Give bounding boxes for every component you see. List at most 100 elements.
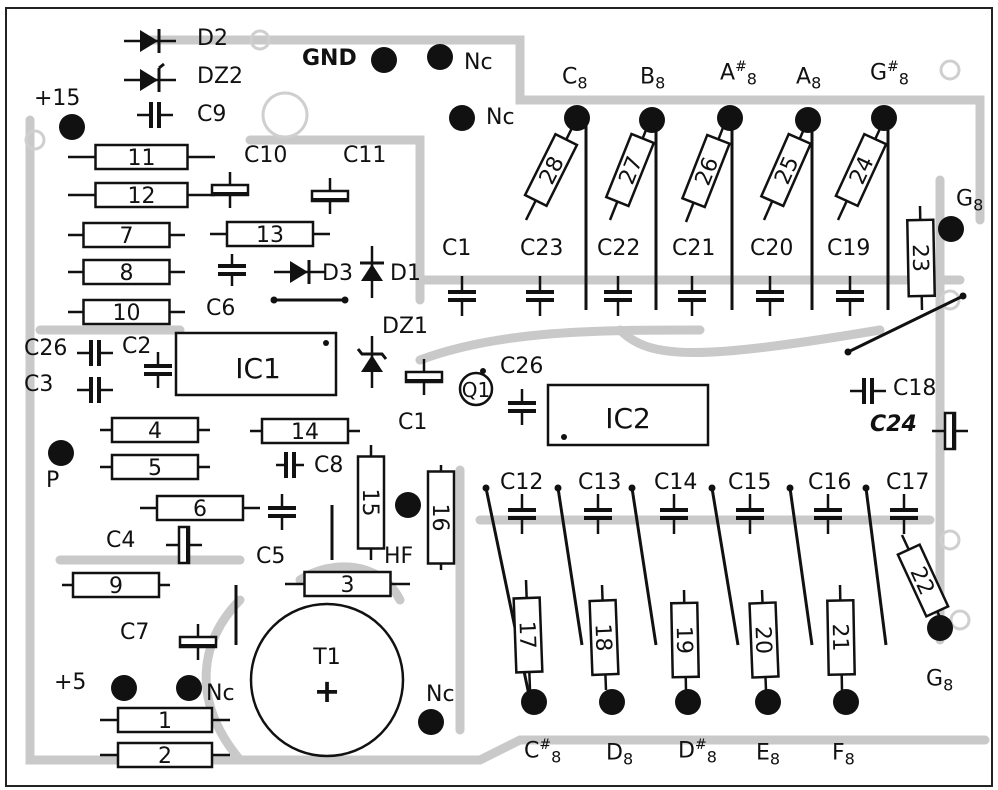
capacitor-c-bottom-6	[890, 494, 918, 534]
note-octave: 8	[844, 749, 855, 769]
note-pad-g8-lower	[927, 615, 953, 641]
label-c7: C7	[120, 620, 150, 645]
resistor-20: 20	[748, 589, 780, 691]
resistor-label: 18	[589, 623, 615, 652]
t1-label: T1	[312, 645, 340, 670]
plus15-pad	[59, 114, 85, 140]
note-name: E	[756, 740, 770, 766]
label-nc-mid: Nc	[486, 105, 515, 130]
note-pad-d8	[599, 689, 625, 715]
resistor-label: 21	[827, 623, 853, 651]
resistor-24: 24	[834, 119, 888, 221]
resistor-13: 13	[210, 220, 330, 248]
label-p: P	[46, 468, 60, 493]
note-pad-f8	[833, 689, 859, 715]
capacitors	[77, 102, 968, 660]
note-pad-cs8	[521, 689, 547, 715]
note-as8: A#8	[720, 60, 757, 88]
resistor-4: 4	[100, 416, 210, 444]
label-c1-top: C1	[442, 236, 472, 261]
note-name: B	[640, 64, 656, 90]
note-pad-b8	[639, 107, 665, 133]
label-nc-top: Nc	[464, 50, 493, 75]
capacitor-c18	[850, 378, 886, 404]
label-c20: C20	[750, 236, 794, 261]
note-sharp: #	[694, 737, 707, 753]
note-pad-e8	[755, 689, 781, 715]
note-name: C	[562, 64, 578, 90]
resistor-label: 20	[749, 626, 775, 655]
board-outline	[5, 7, 993, 787]
resistor-12: 12	[68, 181, 215, 209]
capacitor-c-bottom-5	[814, 494, 842, 534]
resistor-17: 17	[512, 579, 544, 691]
resistor-1: 1	[100, 706, 230, 734]
resistor-label: 2	[158, 744, 172, 769]
note-name: D	[678, 738, 695, 764]
note-gs8: G#8	[870, 60, 909, 88]
pads	[48, 44, 964, 735]
label-c8: C8	[314, 453, 344, 478]
resistor-label: 10	[113, 301, 141, 326]
t1-plus-symbol: +	[314, 672, 341, 710]
label-c23: C23	[520, 236, 564, 261]
label-gnd: GND	[302, 46, 357, 71]
resistor-label: 9	[109, 574, 123, 599]
capacitor-c2	[144, 352, 172, 388]
resistor-label: 17	[514, 621, 540, 650]
diode-d3	[274, 260, 326, 284]
capacitor-c7	[178, 624, 218, 660]
capacitor-c-bottom-2	[584, 494, 612, 534]
background-ghost-marks	[24, 29, 971, 631]
note-octave: 8	[811, 73, 822, 93]
capacitor-c1-left	[404, 359, 444, 395]
resistor-18: 18	[588, 584, 620, 691]
nc-pad-t1	[418, 709, 444, 735]
label-c3: C3	[24, 372, 54, 397]
capacitor-c-top-1	[448, 276, 476, 316]
resistor-label: 6	[193, 497, 207, 522]
label-dz1: DZ1	[382, 314, 429, 339]
note-name: F	[832, 740, 845, 766]
label-nc-bottom: Nc	[206, 681, 235, 706]
note-pad-ds8	[675, 689, 701, 715]
note-e8: E8	[756, 740, 780, 768]
label-c13: C13	[578, 470, 622, 495]
zener-dz2	[124, 62, 176, 92]
resistor-10: 10	[68, 298, 185, 326]
nc-pad-bottom	[176, 675, 202, 701]
note-g8-upper: G8	[956, 186, 983, 214]
note-octave: 8	[898, 69, 909, 89]
capacitor-c8	[276, 452, 304, 478]
resistor-5: 5	[100, 453, 210, 481]
note-name: A	[720, 60, 736, 86]
note-name: G	[926, 666, 944, 692]
label-dz2: DZ2	[197, 64, 244, 89]
capacitor-c5	[268, 494, 296, 530]
resistor-label: 16	[427, 504, 452, 532]
capacitor-c3	[77, 377, 113, 403]
note-name: D	[606, 740, 623, 766]
label-nc-t1: Nc	[426, 682, 455, 707]
resistor-14: 14	[250, 417, 360, 445]
note-c8: C8	[562, 64, 588, 92]
p-pad	[48, 440, 74, 466]
label-c12: C12	[500, 470, 544, 495]
resistor-label: 15	[357, 489, 382, 517]
label-c4: C4	[106, 528, 136, 553]
resistor-23: 23	[905, 205, 937, 311]
note-octave: 8	[551, 747, 562, 767]
nc-pad-mid	[449, 105, 475, 131]
label-hf: HF	[384, 544, 414, 569]
label-d2: D2	[197, 26, 228, 51]
label-d1: D1	[390, 261, 421, 286]
label-c14: C14	[654, 470, 698, 495]
label-c26-mid: C26	[500, 354, 544, 379]
diodes	[124, 29, 388, 388]
resistor-label: 8	[120, 261, 134, 286]
resistor-11: 11	[68, 143, 215, 171]
label-c9: C9	[197, 102, 227, 127]
note-d8: D8	[606, 740, 633, 768]
label-d3: D3	[322, 261, 353, 286]
label-c21: C21	[672, 236, 716, 261]
